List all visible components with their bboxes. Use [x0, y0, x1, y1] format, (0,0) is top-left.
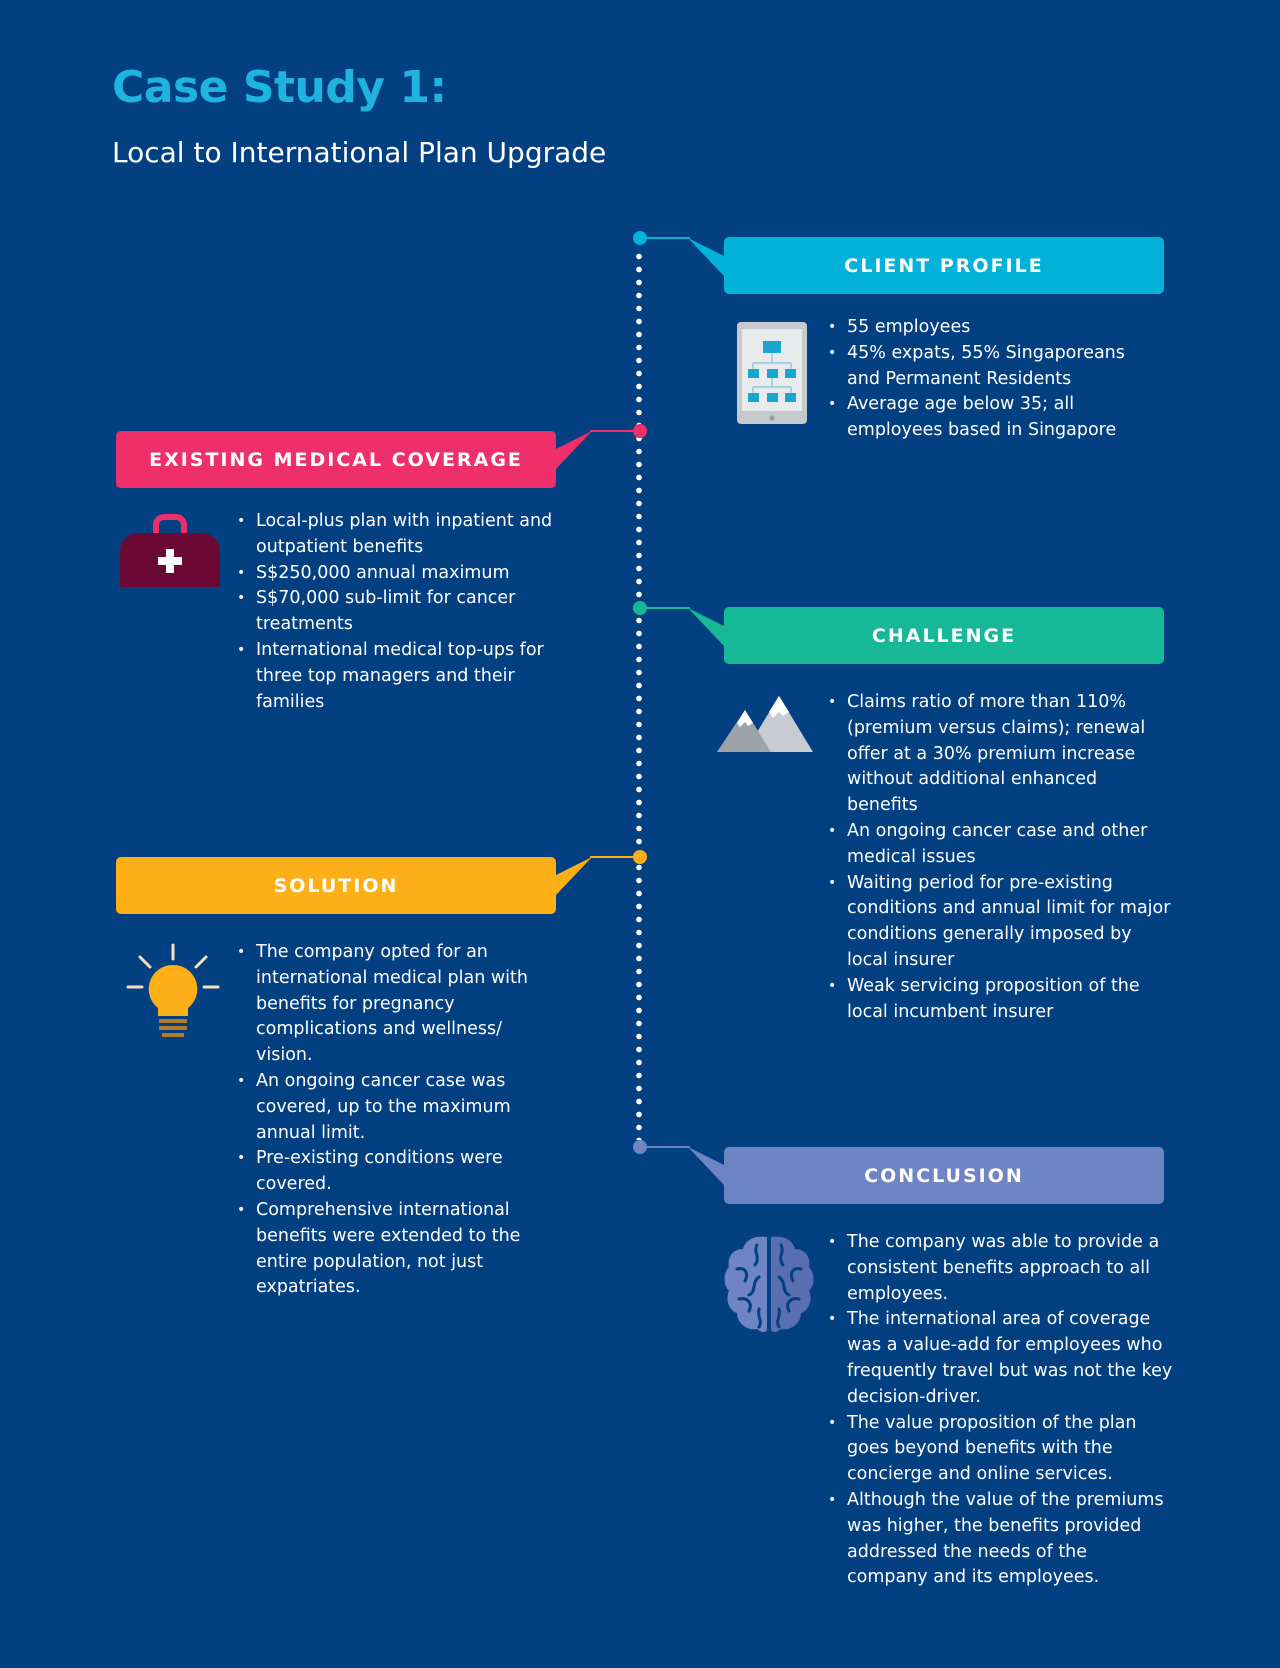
list-item: The international area of coverage was a… [828, 1307, 1173, 1410]
list-item: Comprehensive international benefits wer… [237, 1198, 547, 1301]
mountains-icon [717, 696, 813, 752]
challenge-list: Claims ratio of more than 110% (premium … [828, 690, 1173, 1025]
lightbulb-icon [126, 943, 220, 1037]
timeline-dotted-line [636, 250, 642, 1140]
list-item: An ongoing cancer case and other medical… [828, 819, 1173, 871]
list-item: S$70,000 sub-limit for cancer treatments [237, 586, 557, 638]
brain-icon [724, 1236, 814, 1332]
list-item: International medical top-ups for three … [237, 638, 557, 715]
list-item: Waiting period for pre-existing conditio… [828, 871, 1173, 974]
section-header-existing-coverage: EXISTING MEDICAL COVERAGE [116, 431, 556, 488]
list-item: Weak servicing proposition of the local … [828, 974, 1173, 1026]
list-item: Pre-existing conditions were covered. [237, 1146, 547, 1198]
list-item: The company opted for an international m… [237, 940, 547, 1069]
connector-existing-coverage [556, 430, 640, 469]
org-chart-tablet-icon [737, 322, 807, 424]
timeline-node-solution [633, 850, 647, 864]
section-header-solution: SOLUTION [116, 857, 556, 914]
connector-conclusion [640, 1146, 724, 1185]
medical-bag-icon [120, 514, 220, 587]
list-item: 45% expats, 55% Singaporeans and Permane… [828, 341, 1158, 393]
page-subtitle: Local to International Plan Upgrade [112, 136, 607, 169]
list-item: An ongoing cancer case was covered, up t… [237, 1069, 547, 1146]
section-header-client-profile: CLIENT PROFILE [724, 237, 1164, 294]
list-item: Average age below 35; all employees base… [828, 392, 1158, 444]
list-item: Although the value of the premiums was h… [828, 1488, 1173, 1591]
section-header-conclusion: CONCLUSION [724, 1147, 1164, 1204]
conclusion-list: The company was able to provide a consis… [828, 1230, 1173, 1591]
list-item: The company was able to provide a consis… [828, 1230, 1173, 1307]
section-header-challenge: CHALLENGE [724, 607, 1164, 664]
connector-challenge [640, 607, 724, 646]
list-item: Local-plus plan with inpatient and outpa… [237, 509, 557, 561]
list-item: 55 employees [828, 315, 1158, 341]
list-item: The value proposition of the plan goes b… [828, 1411, 1173, 1488]
connector-solution [556, 856, 640, 895]
page-title: Case Study 1: [112, 62, 447, 113]
list-item: S$250,000 annual maximum [237, 561, 557, 587]
existing-coverage-list: Local-plus plan with inpatient and outpa… [237, 509, 557, 715]
timeline-node-existing-coverage [633, 424, 647, 438]
client-profile-list: 55 employees 45% expats, 55% Singaporean… [828, 315, 1158, 444]
list-item: Claims ratio of more than 110% (premium … [828, 690, 1173, 819]
solution-list: The company opted for an international m… [237, 940, 547, 1301]
connector-client-profile [640, 237, 724, 276]
